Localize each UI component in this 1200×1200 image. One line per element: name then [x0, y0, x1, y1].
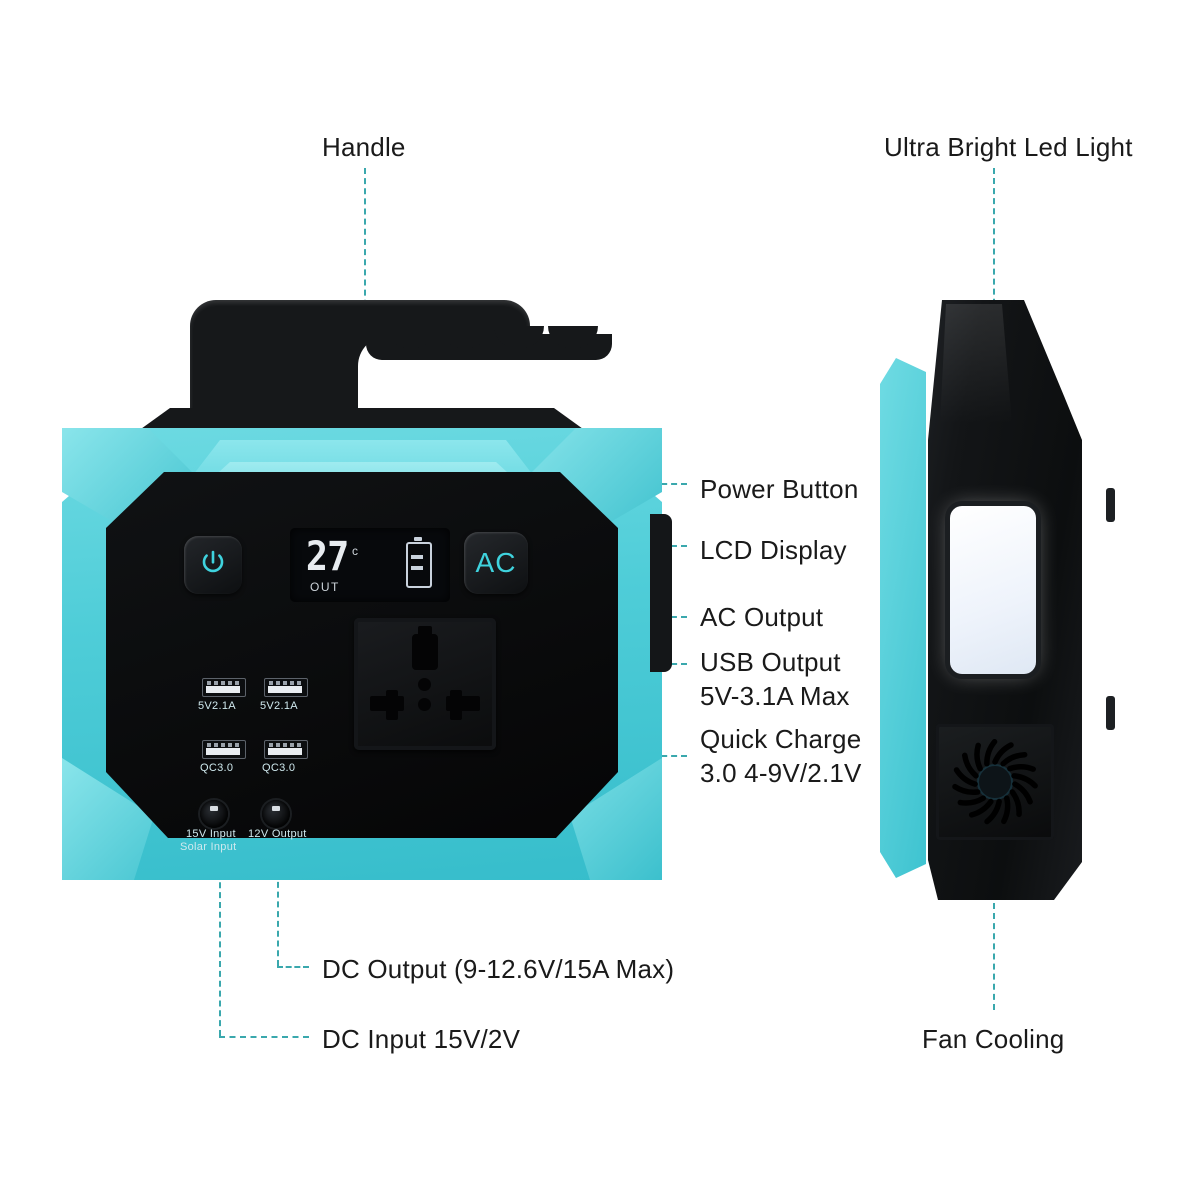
leader-dcin-v: [219, 833, 221, 1036]
usb-port-4[interactable]: [264, 740, 308, 759]
grip-bump: [548, 326, 598, 348]
dc-output-label: 12V Output: [248, 828, 307, 840]
lcd-display: 27 c OUT: [290, 528, 450, 602]
right-side-tab: [650, 514, 672, 672]
callout-usb-output: USB Output 5V-3.1A Max: [700, 647, 850, 711]
socket-slot-left-vert: [386, 690, 398, 720]
grip-bump: [386, 326, 436, 348]
usb-port-2-label: 5V2.1A: [260, 700, 298, 712]
leader-handle: [364, 168, 366, 326]
lcd-mode: OUT: [310, 580, 340, 594]
power-station-front-view: 27 c OUT AC 5V2.1A 5V2.1A QC3.0 QC3.0 15…: [62, 300, 672, 880]
dc-input-jack[interactable]: [200, 800, 228, 828]
ultra-bright-led-light[interactable]: [950, 506, 1036, 674]
usb-port-2[interactable]: [264, 678, 308, 697]
fan-cooling-grille: [936, 724, 1054, 840]
side-top-highlight: [940, 304, 1012, 424]
fan-blades-icon: [952, 738, 1038, 825]
leader-dcout-v: [277, 833, 279, 966]
usb-port-1-label: 5V2.1A: [198, 700, 236, 712]
leader-fan: [993, 812, 995, 1010]
power-button[interactable]: [184, 536, 242, 594]
leader-dcin-h: [219, 1036, 309, 1038]
side-housing-teal-edge: [880, 358, 926, 878]
callout-fan-cooling: Fan Cooling: [922, 1024, 1065, 1054]
socket-hole-2: [418, 698, 431, 711]
dc-output-jack[interactable]: [262, 800, 290, 828]
usb-port-1[interactable]: [202, 678, 246, 697]
socket-slot-top: [412, 634, 438, 670]
socket-slot-right-vert: [450, 690, 462, 720]
leader-dcout-h: [277, 966, 309, 968]
socket-hole-1: [418, 678, 431, 691]
dc-input-label-line1: 15V Input: [186, 828, 236, 840]
grip-bump: [494, 326, 544, 348]
grip-bump: [440, 326, 490, 348]
battery-icon: [406, 537, 432, 588]
usb-port-4-label: QC3.0: [262, 762, 296, 774]
dc-input-label-line2: Solar Input: [180, 841, 237, 853]
ac-output-button[interactable]: AC: [464, 532, 528, 594]
callout-ac-output: AC Output: [700, 602, 824, 632]
callout-dc-input: DC Input 15V/2V: [322, 1024, 521, 1054]
side-nub-lower: [1106, 696, 1115, 730]
lcd-unit: c: [352, 544, 358, 558]
callout-dc-output: DC Output (9-12.6V/15A Max): [322, 954, 675, 984]
callout-handle: Handle: [322, 132, 406, 162]
usb-port-3[interactable]: [202, 740, 246, 759]
callout-ultra-bright-led-light: Ultra Bright Led Light: [884, 132, 1133, 162]
ac-universal-socket[interactable]: [354, 618, 496, 750]
ac-button-label: AC: [475, 547, 517, 578]
callout-quick-charge: Quick Charge 3.0 4-9V/2.1V: [700, 724, 862, 788]
usb-port-3-label: QC3.0: [200, 762, 234, 774]
side-nub-upper: [1106, 488, 1115, 522]
power-station-side-view: [880, 300, 1115, 900]
power-icon: [198, 548, 228, 583]
callout-lcd-display: LCD Display: [700, 535, 847, 565]
callout-power-button: Power Button: [700, 474, 859, 504]
lcd-value: 27: [305, 534, 349, 580]
